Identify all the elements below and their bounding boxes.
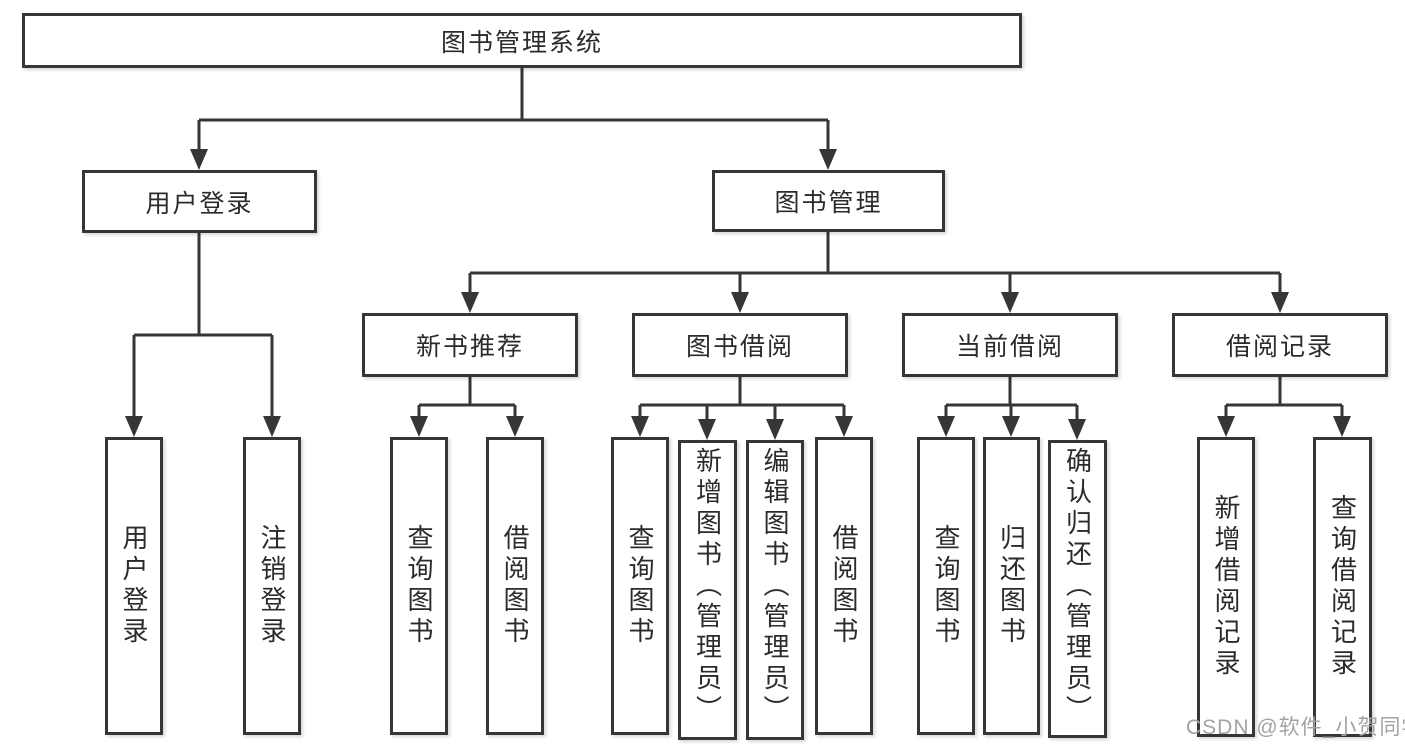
arrowhead-icon (631, 416, 649, 437)
arrowhead-icon (1217, 416, 1235, 437)
node-root: 图书管理系统 (22, 13, 1022, 68)
leaf-borrow-books-recommend: 借阅图书 (486, 437, 544, 735)
node-book-borrow-label: 图书借阅 (685, 333, 794, 361)
arrowhead-icon (1001, 292, 1019, 313)
leaf-borrow-books-borrow-label: 借阅图书 (829, 524, 859, 648)
arrowhead-icon (461, 292, 479, 313)
arrowhead-icon (766, 419, 784, 440)
leaf-query-books-borrow-label: 查询图书 (625, 524, 655, 648)
arrowhead-icon (1002, 416, 1020, 437)
node-borrow-records: 借阅记录 (1172, 313, 1388, 377)
leaf-borrow-books-borrow: 借阅图书 (815, 437, 873, 735)
leaf-edit-book-admin-label: 编辑图书（管理员） (760, 447, 790, 726)
node-user-login: 用户登录 (82, 170, 317, 233)
leaf-add-borrow-record-label: 新增借阅记录 (1211, 494, 1241, 680)
leaf-query-borrow-record-label: 查询借阅记录 (1327, 494, 1358, 680)
arrowhead-icon (819, 149, 837, 170)
arrowhead-icon (506, 416, 524, 437)
arrowhead-icon (410, 416, 428, 437)
arrowhead-icon (937, 416, 955, 437)
node-book-management: 图书管理 (712, 170, 945, 232)
leaf-user-login-label: 用户登录 (119, 524, 149, 648)
arrowheads (125, 149, 1351, 440)
node-current-borrow: 当前借阅 (902, 313, 1118, 377)
leaf-query-books-current: 查询图书 (917, 437, 975, 735)
leaf-query-borrow-record: 查询借阅记录 (1313, 437, 1372, 737)
arrowhead-icon (698, 419, 716, 440)
leaf-query-books-recommend-label: 查询图书 (404, 524, 434, 648)
leaf-logout-label: 注销登录 (257, 524, 287, 648)
leaf-add-book-admin: 新增图书（管理员） (678, 440, 737, 740)
node-book-borrow: 图书借阅 (632, 313, 848, 377)
arrowhead-icon (731, 292, 749, 313)
arrowhead-icon (1333, 416, 1351, 437)
leaf-add-borrow-record: 新增借阅记录 (1197, 437, 1255, 737)
leaf-query-books-current-label: 查询图书 (931, 524, 961, 648)
node-user-login-label: 用户登录 (145, 189, 254, 218)
watermark: CSDN @软件_小贺同学 (1186, 716, 1405, 739)
leaf-edit-book-admin: 编辑图书（管理员） (746, 440, 804, 740)
node-borrow-records-label: 借阅记录 (1225, 333, 1334, 361)
leaf-confirm-return-admin: 确认归还（管理员） (1048, 440, 1107, 738)
arrowhead-icon (1068, 419, 1086, 440)
leaf-logout: 注销登录 (243, 437, 301, 735)
node-current-borrow-label: 当前借阅 (955, 333, 1064, 361)
leaf-borrow-books-recommend-label: 借阅图书 (500, 524, 530, 648)
leaf-query-books-borrow: 查询图书 (611, 437, 669, 735)
arrowhead-icon (835, 416, 853, 437)
leaf-return-book-label: 归还图书 (996, 524, 1027, 648)
leaf-query-books-recommend: 查询图书 (390, 437, 448, 735)
connector-path (132, 68, 1344, 422)
arrowhead-icon (263, 416, 281, 437)
node-new-book-recommend-label: 新书推荐 (415, 333, 524, 361)
arrowhead-icon (190, 149, 208, 170)
node-new-book-recommend: 新书推荐 (362, 313, 578, 377)
leaf-confirm-return-admin-label: 确认归还（管理员） (1062, 447, 1093, 726)
node-root-label: 图书管理系统 (440, 28, 603, 57)
leaf-return-book: 归还图书 (983, 437, 1040, 735)
node-book-management-label: 图书管理 (774, 189, 883, 217)
arrowhead-icon (125, 416, 143, 437)
arrowhead-icon (1271, 292, 1289, 313)
leaf-add-book-admin-label: 新增图书（管理员） (692, 447, 723, 726)
leaf-user-login: 用户登录 (105, 437, 163, 735)
